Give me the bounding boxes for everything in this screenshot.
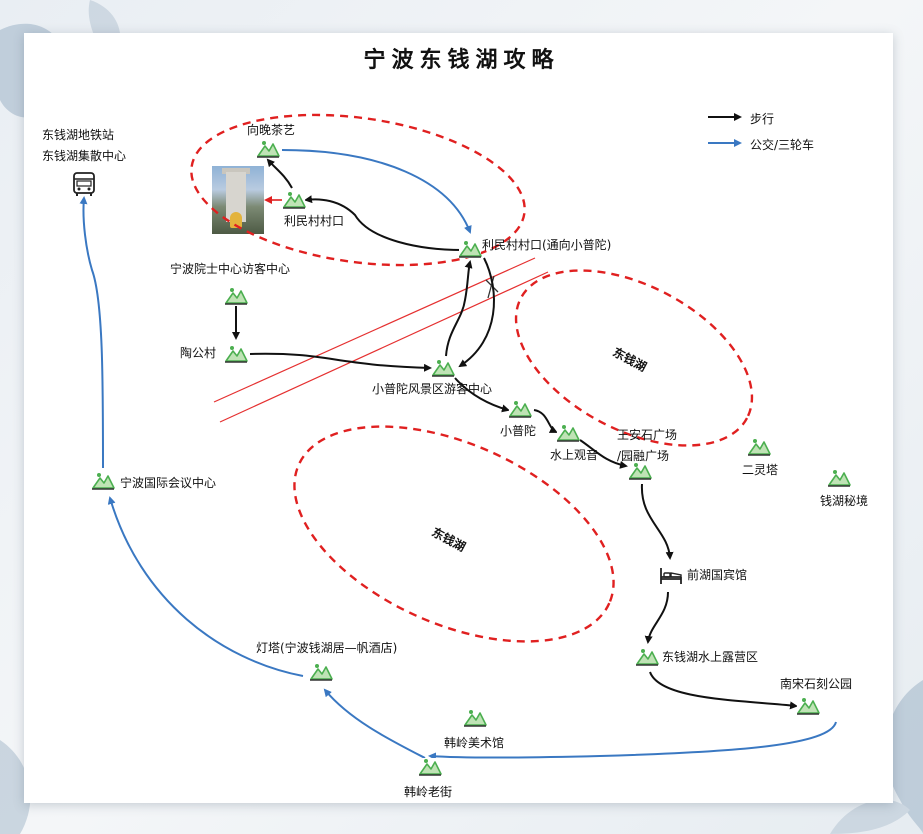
- lake-outline-south: [293, 425, 615, 643]
- rail-crossing-mark: [485, 275, 499, 299]
- bus-route-lighthouse-to-conference: [107, 496, 304, 677]
- village-gate-photo[interactable]: [212, 166, 264, 234]
- bus-route-hanling-to-lighthouse: [323, 688, 426, 759]
- scenic-icon-wanganshi-square[interactable]: [628, 461, 652, 481]
- label-song-stone-park: 南宋石刻公园: [780, 677, 853, 691]
- walk-route-square-to-hotel: [640, 483, 674, 560]
- map-title: 宁波东钱湖攻略: [363, 48, 560, 73]
- walk-route-hotel-to-camping: [644, 591, 669, 644]
- decorative-leaf-bottom-left: [0, 740, 31, 834]
- walk-route-limin-to-village: [304, 195, 463, 251]
- label-lighthouse: 灯塔(宁波钱湖居—帆酒店): [256, 641, 398, 655]
- lake-outline-north: [514, 269, 754, 447]
- label-limin-village: 利民村村口: [284, 214, 345, 228]
- rail-line-2: [219, 271, 549, 423]
- label-shuishang-guanyin: 水上观音: [550, 448, 599, 462]
- scenic-icon-xiangwan-tea[interactable]: [256, 139, 280, 159]
- legend-walk-label: 步行: [750, 112, 775, 126]
- photo-person: [230, 212, 242, 228]
- bed-icon[interactable]: [660, 567, 682, 585]
- scenic-icon-taogong-village[interactable]: [224, 344, 248, 364]
- walk-route-visitor-to-xiaoputuo: [454, 377, 510, 413]
- scenic-icon-lighthouse[interactable]: [309, 662, 333, 682]
- scenic-icon-shuishang-guanyin[interactable]: [556, 423, 580, 443]
- scenic-icon-xiaoputuo-visitor[interactable]: [431, 358, 455, 378]
- label-xiangwan-tea: 向晚茶艺: [247, 123, 296, 137]
- scenic-icon-limin-xiaoputuo[interactable]: [458, 239, 482, 259]
- label-hanling-museum: 韩岭美术馆: [444, 736, 505, 750]
- label-yuanrong-square: /园融广场: [617, 449, 670, 463]
- label-qianhu-hotel: 前湖国宾馆: [687, 568, 748, 582]
- scenic-icon-xiaoputuo[interactable]: [508, 399, 532, 419]
- legend-bus-label: 公交/三轮车: [750, 138, 815, 152]
- walk-route-xiaoputuo-to-guanyin: [533, 409, 558, 433]
- scenic-icon-qianhu-secret[interactable]: [827, 468, 851, 488]
- walk-route-guanyin-to-square: [579, 439, 628, 469]
- bus-route-xiangwan-to-limin: [281, 149, 472, 234]
- scenic-icon-hanling-old-street[interactable]: [418, 757, 442, 777]
- label-metro-station: 东钱湖地铁站: [42, 128, 115, 142]
- scenic-icon-hanling-museum[interactable]: [463, 708, 487, 728]
- scenic-icon-conference-center[interactable]: [91, 471, 115, 491]
- walk-route-taogong-to-visitor: [249, 352, 432, 372]
- label-qianhu-secret: 钱湖秘境: [820, 494, 869, 508]
- map-card: [24, 33, 893, 803]
- scenic-icon-erling-tower[interactable]: [747, 437, 771, 457]
- label-academician-center: 宁波院士中心访客中心: [170, 262, 291, 276]
- label-limin-xiaoputuo: 利民村村口(通向小普陀): [482, 238, 612, 252]
- label-transfer-center: 东钱湖集散中心: [42, 149, 127, 163]
- label-erling-tower: 二灵塔: [742, 463, 779, 477]
- label-camping-area: 东钱湖水上露营区: [662, 650, 759, 664]
- lake-outline-north-top: [190, 113, 526, 267]
- label-xiaoputuo-visitor: 小普陀风景区游客中心: [372, 382, 493, 396]
- label-conference-center: 宁波国际会议中心: [120, 476, 217, 490]
- label-xiaoputuo: 小普陀: [500, 424, 537, 438]
- label-hanling-old-street: 韩岭老街: [404, 785, 453, 799]
- label-taogong-village: 陶公村: [180, 346, 217, 360]
- decorative-leaf-bottom-right: [830, 680, 923, 834]
- scenic-icon-limin-village[interactable]: [282, 190, 306, 210]
- walk-route-limin-to-visitor: [458, 257, 495, 368]
- photo-gate-top: [222, 168, 250, 174]
- walk-route-visitor-to-limin: [445, 260, 473, 357]
- rail-line-1: [213, 257, 536, 403]
- bus-route-park-to-hanling: [428, 721, 837, 761]
- scenic-icon-academician-center[interactable]: [224, 286, 248, 306]
- photo-gate-pillar: [226, 172, 246, 222]
- label-wanganshi-square: 王安石广场: [617, 428, 678, 442]
- bus-icon[interactable]: [73, 172, 95, 196]
- walk-route-village-to-xiangwan: [266, 158, 293, 189]
- scenic-icon-song-stone-park[interactable]: [796, 696, 820, 716]
- walk-route-camping-to-park: [649, 671, 798, 710]
- bus-route-conference-to-station: [79, 196, 104, 469]
- scenic-icon-camping-area[interactable]: [635, 647, 659, 667]
